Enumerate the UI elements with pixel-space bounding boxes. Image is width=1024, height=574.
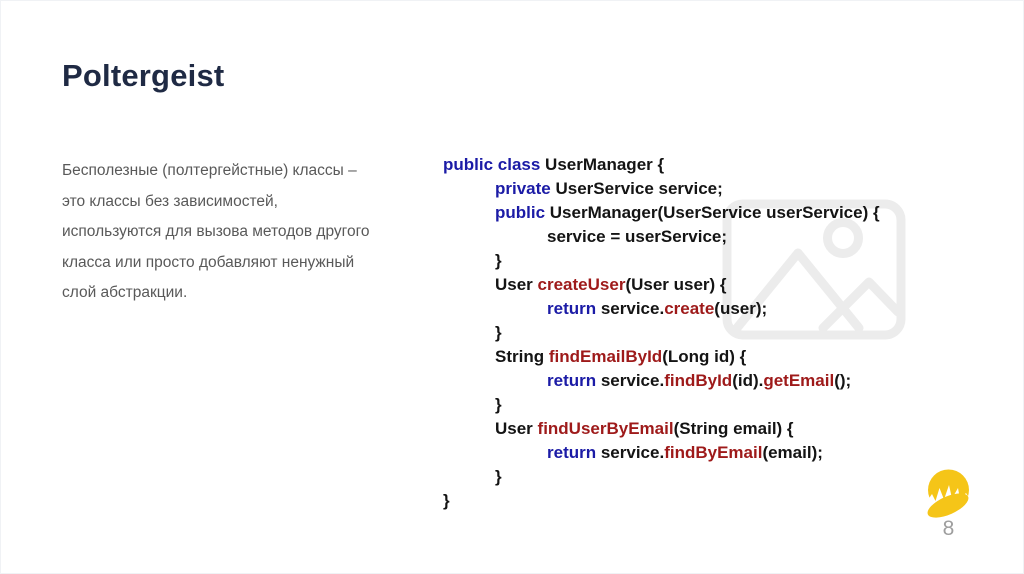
code-keyword: return	[547, 443, 601, 462]
code-line: }	[443, 465, 880, 489]
code-text: service = userService;	[547, 227, 728, 246]
code-method-name: findUserByEmail	[537, 419, 674, 438]
code-keyword: private	[495, 179, 556, 198]
code-method-name: findByEmail	[664, 443, 763, 462]
code-text: (email);	[762, 443, 823, 462]
code-keyword: return	[547, 371, 601, 390]
description-line: Бесполезные (полтергейстные) классы –	[62, 162, 357, 179]
code-text: ();	[834, 371, 852, 390]
code-text: (Long id) {	[662, 347, 747, 366]
code-keyword: return	[547, 299, 601, 318]
description-line: класса или просто добавляют ненужный	[62, 253, 355, 271]
page-number: 8	[942, 517, 955, 540]
code-text: User	[495, 419, 538, 438]
code-text: UserManager(UserService userService) {	[549, 203, 880, 222]
code-line: service = userService;	[443, 225, 880, 249]
description-line: это классы без зависимостей,	[62, 192, 278, 210]
code-text: }	[443, 491, 450, 510]
code-text: UserManager {	[545, 155, 665, 174]
code-text: String	[495, 347, 549, 366]
code-text: }	[495, 395, 502, 414]
description-line: слой абстракции.	[62, 284, 188, 302]
slide-title: Poltergeist	[62, 58, 225, 93]
code-line: }	[443, 321, 880, 345]
code-block: public class UserManager {private UserSe…	[443, 153, 880, 513]
code-method-name: create	[664, 299, 715, 318]
code-keyword: public class	[443, 155, 546, 174]
sun-logo-icon	[925, 469, 972, 518]
code-method-name: createUser	[537, 275, 626, 294]
description-text: Бесполезные (полтергейстные) классы – это…	[62, 156, 370, 309]
code-method-name: findEmailById	[548, 347, 663, 366]
code-text: (user);	[714, 299, 768, 318]
code-text: UserService service;	[555, 179, 723, 198]
code-line: }	[443, 393, 880, 417]
image-placeholder-icon	[722, 199, 906, 340]
code-line: public UserManager(UserService userServi…	[443, 201, 880, 225]
code-method-name: getEmail	[763, 371, 835, 390]
code-text: (User user) {	[625, 275, 727, 294]
code-line: return service.findById(id).getEmail();	[443, 369, 880, 393]
code-text: service.	[600, 443, 665, 462]
code-line: public class UserManager {	[443, 153, 880, 177]
code-line: User createUser(User user) {	[443, 273, 880, 297]
code-line: User findUserByEmail(String email) {	[443, 417, 880, 441]
code-method-name: findById	[664, 371, 733, 390]
code-text: }	[495, 251, 502, 270]
code-text: }	[495, 467, 502, 486]
code-text: service.	[600, 371, 665, 390]
code-text: (id).	[732, 371, 764, 390]
code-text: service.	[600, 299, 665, 318]
description-line: используются для вызова методов другого	[62, 223, 370, 241]
code-line: }	[443, 249, 880, 273]
code-text: (String email) {	[673, 419, 794, 438]
code-line: String findEmailById(Long id) {	[443, 345, 880, 369]
code-text: User	[495, 275, 538, 294]
code-line: private UserService service;	[443, 177, 880, 201]
code-line: }	[443, 489, 880, 513]
code-line: return service.findByEmail(email);	[443, 441, 880, 465]
code-text: }	[495, 323, 502, 342]
code-keyword: public	[495, 203, 550, 222]
code-line: return service.create(user);	[443, 297, 880, 321]
